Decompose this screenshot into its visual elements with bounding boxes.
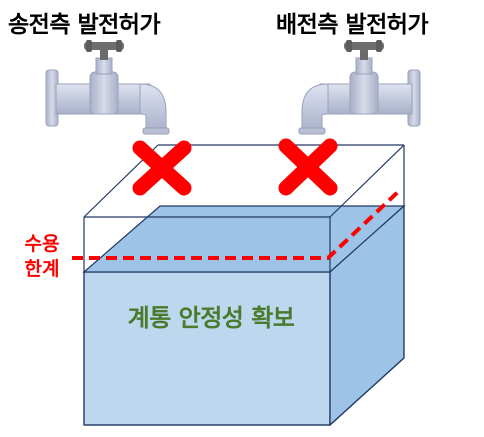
- water-volume: [82, 204, 406, 427]
- distribution-permit-label: 배전측 발전허가: [276, 12, 429, 38]
- faucet-icon: [45, 40, 170, 135]
- grid-stability-label: 계통 안정성 확보: [127, 304, 295, 332]
- capacity-label-line2: 한계: [24, 258, 60, 280]
- capacity-limit-line: [72, 188, 402, 260]
- capacity-limit-label: 수용 한계: [16, 232, 68, 282]
- capacity-label-line1: 수용: [24, 233, 60, 255]
- faucet-icon: [298, 40, 421, 135]
- cross-icon: [278, 138, 338, 196]
- cross-icon: [132, 140, 192, 196]
- transmission-permit-label: 송전측 발전허가: [8, 12, 161, 38]
